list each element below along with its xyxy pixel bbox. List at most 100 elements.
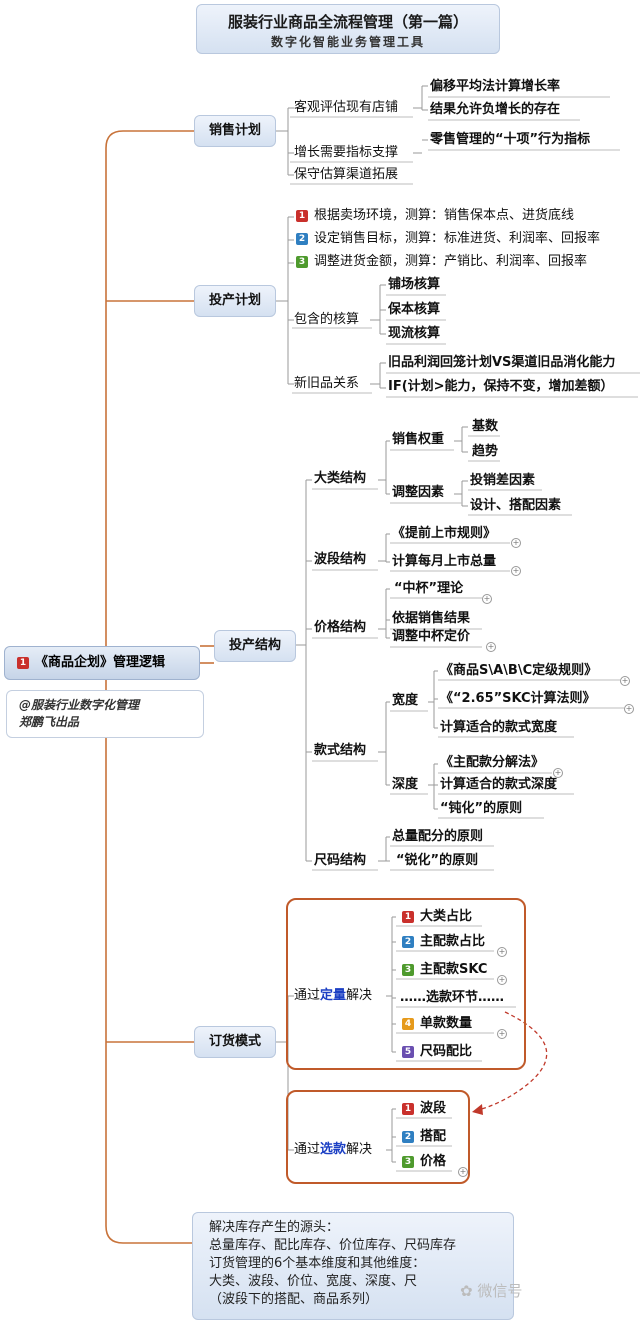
sales-node-c[interactable]: 保守估算渠道拓展 xyxy=(294,167,399,182)
quantitative-box xyxy=(286,898,526,1070)
sales-node-b[interactable]: 增长需要指标支撑 xyxy=(294,145,399,160)
struct-style-width-2[interactable]: 《“2.65”SKC计算法则》 xyxy=(440,691,596,706)
struct-category-adjust-2[interactable]: 设计、搭配因素 xyxy=(470,498,562,513)
struct-style-depth-3[interactable]: “钝化”的原则 xyxy=(440,801,523,816)
invest-relation-1[interactable]: 旧品利润回笼计划VS渠道旧品消化能力 xyxy=(388,355,616,370)
expand-icon[interactable]: + xyxy=(482,594,492,604)
order-s-1-text: 波段 xyxy=(420,1101,447,1116)
order-q-mid[interactable]: ……选款环节…… xyxy=(400,990,505,1005)
badge-2: 2 xyxy=(402,1131,414,1143)
badge-5: 5 xyxy=(402,1046,414,1058)
step-1-badge: 1 xyxy=(296,210,308,222)
struct-size-1[interactable]: 总量配分的原则 xyxy=(392,829,484,844)
struct-wave[interactable]: 波段结构 xyxy=(314,552,367,567)
sales-node-a2[interactable]: 结果允许负增长的存在 xyxy=(430,102,561,117)
order-q-2[interactable]: 2 主配款占比 xyxy=(402,933,485,951)
expand-icon[interactable]: + xyxy=(458,1167,468,1177)
branch-invest-plan[interactable]: 投产计划 xyxy=(194,285,276,317)
struct-category-adjust[interactable]: 调整因素 xyxy=(392,485,445,500)
root-priority-badge: 1 xyxy=(17,657,29,669)
branch-invest-structure[interactable]: 投产结构 xyxy=(214,630,296,662)
expand-icon[interactable]: + xyxy=(511,566,521,576)
selection-box xyxy=(286,1090,470,1184)
invest-relation-2[interactable]: IF(计划>能力，保持不变，增加差额） xyxy=(388,379,614,394)
struct-style-width[interactable]: 宽度 xyxy=(392,693,419,708)
expand-icon[interactable]: + xyxy=(553,768,563,778)
main-title-box: 服装行业商品全流程管理（第一篇） 数字化智能业务管理工具 xyxy=(196,4,500,54)
sales-node-a1[interactable]: 偏移平均法计算增长率 xyxy=(430,79,561,94)
struct-style-width-3[interactable]: 计算适合的款式宽度 xyxy=(440,720,558,735)
order-q-2-text: 主配款占比 xyxy=(420,934,486,949)
root-node[interactable]: 1 《商品企划》管理逻辑 xyxy=(4,646,200,680)
expand-icon[interactable]: + xyxy=(497,975,507,985)
struct-wave-2[interactable]: 计算每月上市总量 xyxy=(392,554,497,569)
struct-wave-1[interactable]: 《提前上市规则》 xyxy=(392,526,497,541)
invest-core-2[interactable]: 保本核算 xyxy=(388,302,441,317)
expand-icon[interactable]: + xyxy=(497,1029,507,1039)
branch-sales-plan[interactable]: 销售计划 xyxy=(194,115,276,147)
invest-core[interactable]: 包含的核算 xyxy=(294,312,360,327)
expand-icon[interactable]: + xyxy=(486,642,496,652)
struct-category-weight-2[interactable]: 趋势 xyxy=(472,444,499,459)
expand-icon[interactable]: + xyxy=(620,676,630,686)
root-label: 《商品企划》管理逻辑 xyxy=(35,655,166,670)
sales-node-a[interactable]: 客观评估现有店铺 xyxy=(294,100,399,115)
branch-order-mode[interactable]: 订货模式 xyxy=(194,1026,276,1058)
struct-style-depth[interactable]: 深度 xyxy=(392,777,419,792)
struct-style-depth-1[interactable]: 《主配款分解法》 xyxy=(440,755,545,770)
order-selection[interactable]: 通过选款解决 xyxy=(294,1141,372,1159)
badge-2: 2 xyxy=(402,936,414,948)
invest-step-1-text: 根据卖场环境，测算：销售保本点、进货底线 xyxy=(314,208,575,223)
watermark-text: 微信号 xyxy=(477,1282,523,1300)
order-quantitative[interactable]: 通过定量解决 xyxy=(294,987,372,1005)
struct-style-depth-2[interactable]: 计算适合的款式深度 xyxy=(440,777,558,792)
branch-invest-structure-label: 投产结构 xyxy=(228,638,281,653)
summary-line-5: （波段下的搭配、商品系列） xyxy=(209,1292,379,1307)
summary-line-4: 大类、波段、价位、宽度、深度、尺 xyxy=(209,1274,418,1289)
struct-size[interactable]: 尺码结构 xyxy=(314,853,367,868)
order-q-3-text: 主配款SKC xyxy=(420,962,488,977)
main-subtitle: 数字化智能业务管理工具 xyxy=(270,35,425,49)
author-note-line2: 郑鹏飞出品 xyxy=(19,715,80,729)
sales-node-b1[interactable]: 零售管理的“十项”行为指标 xyxy=(430,132,591,147)
invest-step-1[interactable]: 1 根据卖场环境，测算：销售保本点、进货底线 xyxy=(296,207,574,225)
expand-icon[interactable]: + xyxy=(624,704,634,714)
badge-3: 3 xyxy=(402,1156,414,1168)
struct-category[interactable]: 大类结构 xyxy=(314,471,367,486)
expand-icon[interactable]: + xyxy=(497,947,507,957)
struct-size-2[interactable]: “锐化”的原则 xyxy=(396,853,479,868)
summary-line-2: 总量库存、配比库存、价位库存、尺码库存 xyxy=(209,1238,457,1253)
invest-relation[interactable]: 新旧品关系 xyxy=(294,376,360,391)
branch-order-mode-label: 订货模式 xyxy=(208,1034,261,1049)
struct-price-1[interactable]: “中杯”理论 xyxy=(394,581,464,596)
step-2-badge: 2 xyxy=(296,233,308,245)
struct-category-weight-1[interactable]: 基数 xyxy=(472,419,499,434)
struct-price-3[interactable]: 调整中杯定价 xyxy=(392,629,471,644)
summary-line-1: 解决库存产生的源头： xyxy=(209,1220,340,1235)
struct-category-adjust-1[interactable]: 投销差因素 xyxy=(470,473,536,488)
struct-style[interactable]: 款式结构 xyxy=(314,743,367,758)
order-q-1-text: 大类占比 xyxy=(420,909,473,924)
invest-core-3[interactable]: 现流核算 xyxy=(388,326,441,341)
invest-core-1[interactable]: 铺场核算 xyxy=(388,277,441,292)
struct-category-weight[interactable]: 销售权重 xyxy=(392,432,445,447)
summary-line-3: 订货管理的6个基本维度和其他维度： xyxy=(209,1256,426,1271)
expand-icon[interactable]: + xyxy=(511,538,521,548)
order-selection-key: 选款 xyxy=(320,1142,347,1157)
step-3-badge: 3 xyxy=(296,256,308,268)
author-note-line1: @服装行业数字化管理 xyxy=(19,698,140,712)
struct-style-width-1[interactable]: 《商品S\A\B\C定级规则》 xyxy=(440,663,598,678)
branch-sales-plan-label: 销售计划 xyxy=(208,123,261,138)
struct-price[interactable]: 价格结构 xyxy=(314,620,367,635)
struct-price-2[interactable]: 依据销售结果 xyxy=(392,611,471,626)
